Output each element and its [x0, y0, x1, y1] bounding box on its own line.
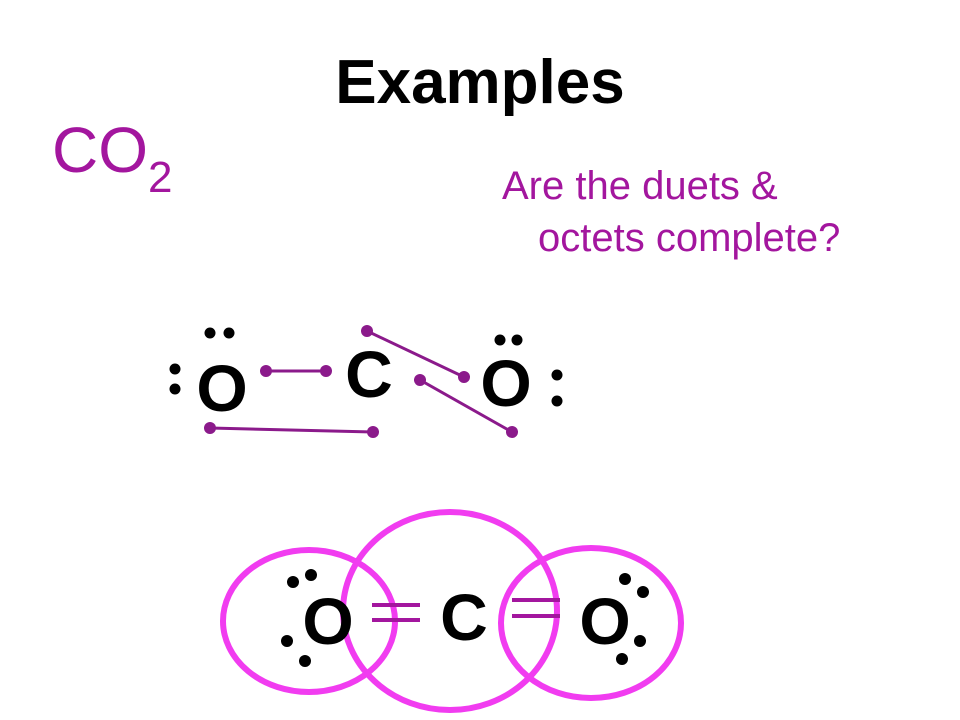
pairing-line	[366, 329, 465, 379]
slide-title: Examples	[335, 48, 625, 117]
top-atom-o-right: O	[480, 346, 531, 420]
top-electron-dots	[169, 327, 563, 407]
bottom-atom-c: C	[440, 580, 488, 654]
electron-dot	[169, 383, 181, 395]
electron-dot	[204, 422, 216, 434]
electron-dot	[320, 365, 332, 377]
electron-dot	[551, 369, 563, 381]
electron-dot	[367, 426, 379, 438]
electron-dot	[458, 371, 470, 383]
octet-circles	[220, 509, 684, 713]
electron-dot	[305, 569, 317, 581]
top-pairing-dots	[204, 325, 518, 438]
pairing-line	[419, 378, 513, 434]
question-text: Are the duets & octets complete?	[502, 160, 942, 264]
formula-subscript: 2	[148, 153, 173, 202]
formula-co2: CO2	[52, 118, 172, 200]
octet-circle-c	[340, 509, 560, 713]
electron-dot	[299, 655, 311, 667]
electron-dot	[494, 334, 506, 346]
electron-dot	[223, 327, 235, 339]
bottom-electron-dots	[281, 569, 649, 667]
bottom-diagram: O C O	[220, 509, 684, 713]
bottom-atom-o-right: O	[579, 584, 630, 658]
electron-dot	[281, 635, 293, 647]
electron-dot	[619, 573, 631, 585]
question-line-2: octets complete?	[538, 216, 841, 260]
top-atom-c: C	[345, 337, 393, 411]
formula-base: CO	[52, 114, 148, 186]
electron-dot	[204, 327, 216, 339]
top-atom-o-left: O	[196, 351, 247, 425]
electron-dot	[414, 374, 426, 386]
electron-dot	[260, 365, 272, 377]
electron-dot	[616, 653, 628, 665]
electron-dot	[361, 325, 373, 337]
electron-dot	[551, 395, 563, 407]
electron-dot	[511, 334, 523, 346]
octet-circle-right-o	[498, 545, 684, 701]
electron-dot	[287, 576, 299, 588]
top-pairing-lines	[209, 329, 513, 434]
bottom-atom-o-left: O	[302, 584, 353, 658]
electron-dot	[169, 363, 181, 375]
double-bonds	[372, 598, 560, 622]
electron-dot	[637, 586, 649, 598]
pairing-line	[209, 426, 374, 434]
electron-dot	[506, 426, 518, 438]
question-line-1: Are the duets &	[502, 164, 778, 208]
top-diagram: O C O	[169, 325, 563, 438]
electron-dot	[634, 635, 646, 647]
